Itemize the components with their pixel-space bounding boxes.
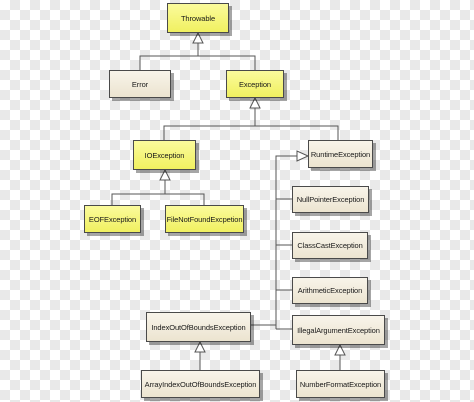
class-indexoutofboundsexception-label: IndexOutOfBoundsException (151, 322, 246, 332)
class-arithmeticexception-label: ArithmeticException (297, 286, 363, 295)
class-ioexception-label: IOException (144, 150, 185, 160)
class-indexoutofboundsexception: IndexOutOfBoundsException (146, 312, 251, 342)
class-classcastexception-label: ClassCastException (297, 241, 363, 250)
class-nullpointerexception: NullPointerException (292, 186, 369, 213)
class-eofexception-label: EOFException (88, 214, 137, 224)
class-filenotfoundexception-label: FileNotFoundExcpetion (166, 214, 243, 224)
arrowhead-runtimeexception (296, 150, 310, 162)
class-illegalargumentexception-label: IllegalArgumentException (297, 325, 380, 335)
class-filenotfoundexception: FileNotFoundExcpetion (165, 205, 244, 233)
arrowhead-indexoutofbounds (194, 340, 206, 353)
class-classcastexception: ClassCastException (292, 232, 368, 259)
class-exception-label: Exception (238, 79, 272, 89)
class-arrayindexoutofboundsexception-label: ArrayIndexOutOfBoundsException (144, 379, 257, 389)
class-runtimeexception: RuntimeException (308, 140, 373, 168)
class-numberformatexception: NumberFormatException (296, 370, 385, 398)
class-ioexception: IOException (133, 140, 196, 170)
class-nullpointerexception-label: NullPointerException (296, 195, 365, 204)
class-numberformatexception-label: NumberFormatException (299, 379, 382, 389)
class-eofexception: EOFException (84, 205, 141, 233)
connector-eof-to-io (111, 180, 166, 205)
arrowhead-throwable (192, 31, 204, 44)
connector-runtime-trunk (275, 155, 297, 329)
arrowhead-exception (249, 96, 261, 109)
class-throwable-label: Throwable (180, 13, 216, 23)
class-error-label: Error (131, 79, 149, 89)
connector-runtime-to-exception (255, 125, 339, 140)
class-illegalargumentexception: IllegalArgumentException (292, 315, 385, 345)
connector-error-to-throwable (139, 43, 199, 70)
class-error: Error (109, 70, 171, 98)
connector-filenotfound-to-io (165, 193, 205, 205)
class-arrayindexoutofboundsexception: ArrayIndexOutOfBoundsException (141, 370, 260, 398)
arrowhead-ioexception (159, 168, 171, 181)
class-runtimeexception-label: RuntimeException (310, 149, 371, 159)
arrowhead-illegalargument (334, 343, 346, 356)
class-arithmeticexception: ArithmeticException (292, 277, 368, 304)
class-throwable: Throwable (167, 3, 229, 33)
connector-exception-to-throwable (198, 55, 256, 70)
class-exception: Exception (226, 70, 284, 98)
connector-io-to-exception (163, 108, 256, 140)
